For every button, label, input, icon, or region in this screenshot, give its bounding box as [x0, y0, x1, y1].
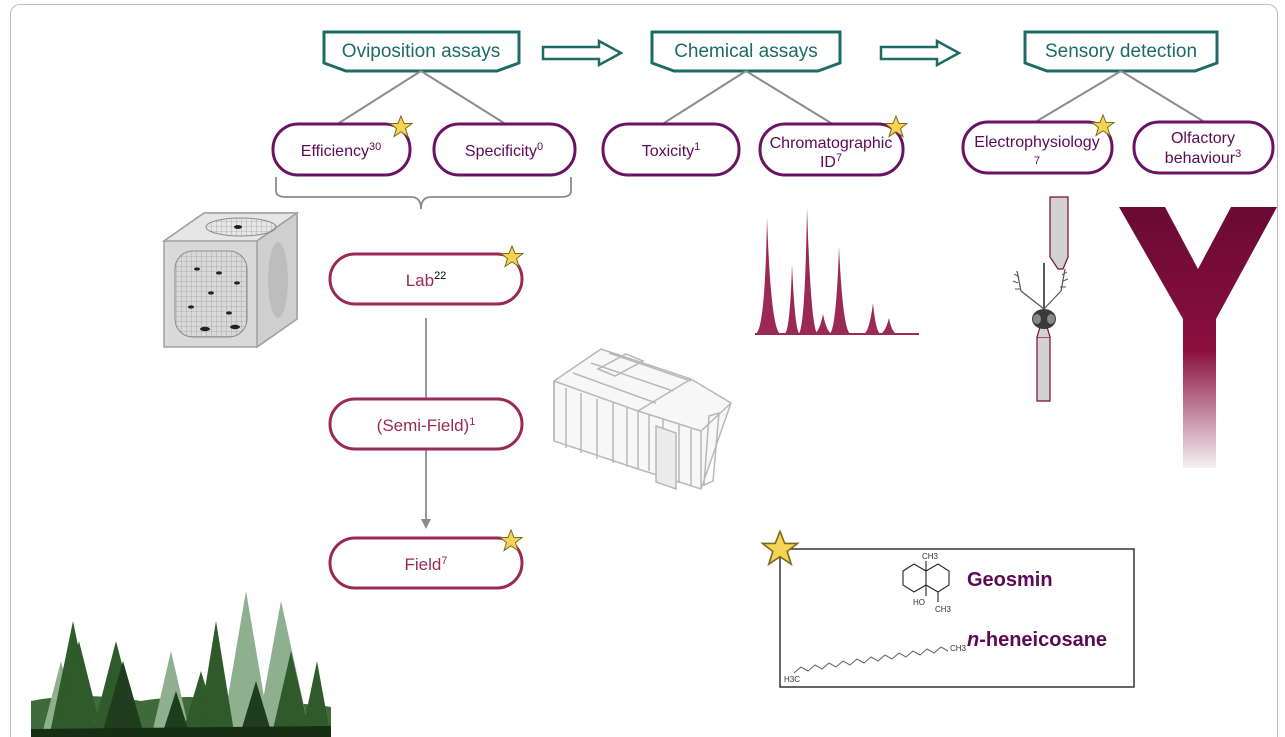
- arrow-right-icon: [879, 38, 962, 68]
- forest-illustration: [31, 591, 331, 737]
- atom-label: CH3: [922, 552, 939, 561]
- molecule-geosmin: Geosmin: [967, 569, 1053, 591]
- svg-text:behaviour3: behaviour3: [1165, 148, 1241, 167]
- svg-text:Specificity0: Specificity0: [465, 141, 543, 160]
- svg-text:(Semi-Field)1: (Semi-Field)1: [377, 416, 476, 435]
- molecule-heneicosane-prefix: n: [967, 629, 979, 651]
- branch-lines: [338, 70, 1204, 124]
- pill-olfactory-line2: behaviour: [1165, 150, 1236, 167]
- stage-lab-label: Lab: [406, 271, 434, 290]
- header-oviposition-label: Oviposition assays: [342, 41, 500, 62]
- pill-specificity-count: 0: [537, 141, 543, 153]
- svg-text:n-heneicosane: n-heneicosane: [967, 629, 1107, 651]
- pill-olfactory: Olfactory behaviour3: [1132, 120, 1275, 175]
- stage-field-label: Field: [405, 555, 442, 574]
- pill-electrophysiology: Electrophysiology 7: [961, 114, 1115, 175]
- chromatogram-illustration: [755, 207, 919, 335]
- stage-semifield-label: (Semi-Field): [377, 416, 470, 435]
- svg-text:Efficiency30: Efficiency30: [301, 141, 381, 160]
- header-chemical-label: Chemical assays: [674, 41, 818, 62]
- arrow-right-icon: [541, 38, 624, 68]
- pill-electrophysiology-count: 7: [1034, 155, 1040, 167]
- pill-chromatographic: Chromatographic ID7: [758, 115, 908, 177]
- svg-text:Lab22: Lab22: [406, 270, 447, 290]
- pill-olfactory-line1: Olfactory: [1171, 130, 1235, 147]
- greenhouse-illustration: [553, 348, 732, 491]
- atom-label: HO: [913, 598, 925, 607]
- pill-olfactory-count: 3: [1235, 148, 1241, 160]
- brace: [275, 177, 572, 210]
- header-oviposition: Oviposition assays: [322, 30, 521, 73]
- pill-toxicity: Toxicity1: [601, 122, 741, 177]
- atom-label: H3C: [784, 675, 800, 684]
- mosquito-cage-illustration: [161, 211, 300, 349]
- pill-chromatographic-count: 7: [836, 152, 842, 164]
- pill-chromatographic-line2: ID: [820, 154, 836, 171]
- workflow-diagram: Oviposition assays Chemical assays Senso…: [31, 30, 1277, 737]
- stage-lab-count: 22: [434, 270, 446, 282]
- pill-toxicity-label: Toxicity: [642, 143, 694, 160]
- y-maze-illustration: [1119, 207, 1277, 468]
- stage-field: Field7: [328, 529, 524, 590]
- pill-efficiency-label: Efficiency: [301, 143, 369, 160]
- stage-semifield: (Semi-Field)1: [328, 397, 524, 451]
- atom-label: CH3: [950, 644, 967, 653]
- atom-label: CH3: [935, 605, 952, 614]
- pill-specificity-label: Specificity: [465, 143, 537, 160]
- header-sensory: Sensory detection: [1023, 30, 1219, 73]
- stage-field-count: 7: [441, 555, 447, 567]
- svg-text:Toxicity1: Toxicity1: [642, 141, 701, 160]
- stage-lab: Lab22: [328, 245, 524, 306]
- pill-toxicity-count: 1: [694, 141, 700, 153]
- molecule-heneicosane: -heneicosane: [979, 629, 1107, 651]
- pill-electrophysiology-label: Electrophysiology: [974, 134, 1099, 151]
- figure-frame: Oviposition assays Chemical assays Senso…: [10, 4, 1278, 737]
- pill-specificity: Specificity0: [432, 122, 577, 177]
- molecule-legend: CH3 HO CH3 Geosmin CH3 H3C n-heneicosane: [761, 530, 1135, 688]
- svg-text:ID7: ID7: [820, 152, 842, 171]
- stage-semifield-count: 1: [469, 416, 475, 428]
- electrophysiology-illustration: [1012, 196, 1069, 402]
- pill-efficiency-count: 30: [369, 141, 381, 153]
- header-chemical: Chemical assays: [650, 30, 842, 73]
- geosmin-structure: [902, 561, 950, 602]
- heneicosane-structure: [793, 646, 949, 674]
- svg-text:Field7: Field7: [405, 555, 448, 574]
- arrow-down-icon: [421, 519, 431, 529]
- header-sensory-label: Sensory detection: [1045, 41, 1197, 62]
- pill-efficiency: Efficiency30: [271, 115, 413, 177]
- pill-chromatographic-line1: Chromatographic: [770, 135, 893, 152]
